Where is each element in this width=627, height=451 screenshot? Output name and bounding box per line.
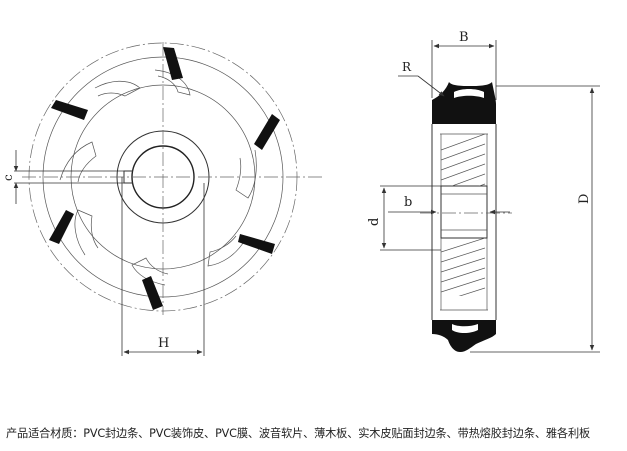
dimension-c-label: c <box>1 174 15 181</box>
material-caption: 产品适合材质：PVC封边条、PVC装饰皮、PVC膜、波音软片、薄木板、实木皮贴面… <box>6 427 591 440</box>
side-view: B R b d D <box>367 30 600 353</box>
cutter-technical-drawing: c H <box>1 30 600 356</box>
top-profile <box>432 82 496 124</box>
dimension-H: H <box>121 177 205 356</box>
blade <box>163 47 183 80</box>
dimension-d-label: d <box>367 218 382 226</box>
dimension-D: D <box>470 85 600 353</box>
bore-section <box>440 185 488 239</box>
blade <box>51 100 88 120</box>
blade <box>254 114 280 150</box>
blade <box>49 210 74 244</box>
hatching-upper <box>441 134 485 186</box>
dimension-R: R <box>398 60 445 97</box>
blades <box>49 47 280 310</box>
top-profile-notch <box>454 89 484 98</box>
hatching-lower <box>441 238 485 296</box>
dimension-B-label: B <box>459 30 469 45</box>
front-view: c H <box>1 42 322 356</box>
blade <box>142 276 163 310</box>
dimension-d: d <box>367 185 441 251</box>
dimension-B: B <box>431 30 497 100</box>
gullets <box>59 69 257 286</box>
dimension-H-label: H <box>158 336 169 351</box>
dimension-R-label: R <box>402 60 412 74</box>
dimension-c: c <box>1 150 132 204</box>
bottom-profile <box>432 320 496 352</box>
bottom-profile-notch <box>452 324 478 333</box>
dimension-b: b <box>388 195 510 215</box>
dimension-D-label: D <box>577 194 592 204</box>
dimension-b-label: b <box>404 195 412 210</box>
side-body-outline <box>431 124 497 320</box>
blade <box>238 234 275 254</box>
